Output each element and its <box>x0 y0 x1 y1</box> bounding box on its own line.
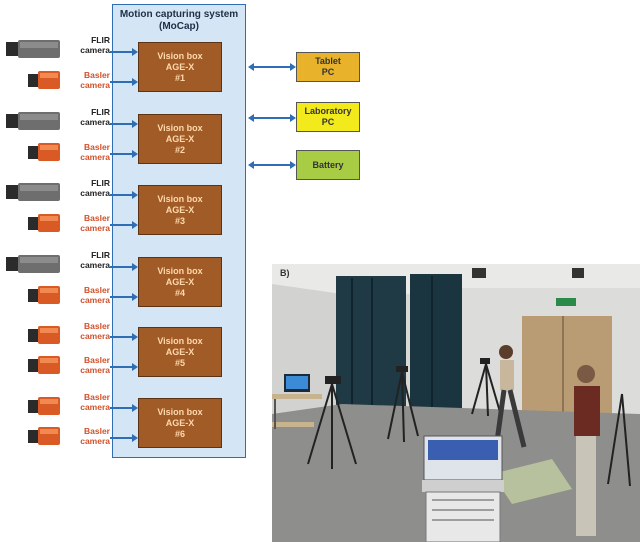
vision-box-number: #6 <box>174 428 185 439</box>
camera-arrow <box>110 262 138 272</box>
basler-camera-icon <box>28 427 60 445</box>
basler-camera-icon <box>28 326 60 344</box>
flir-camera-icon <box>6 183 60 201</box>
vision-box-4: Vision box AGE-X #4 <box>138 257 222 307</box>
vision-box-label: Vision box <box>157 193 203 204</box>
vision-box-number: #4 <box>174 287 185 298</box>
exit-sign <box>556 298 576 306</box>
basler-camera-icon <box>28 397 60 415</box>
vision-box-2: Vision box AGE-X #2 <box>138 114 222 164</box>
camera-arrow <box>110 332 138 342</box>
vision-box-model: AGE-X <box>165 417 195 428</box>
vision-box-model: AGE-X <box>165 346 195 357</box>
vision-box-1: Vision box AGE-X #1 <box>138 42 222 92</box>
camera-arrow <box>110 119 138 129</box>
vision-box-label: Vision box <box>157 50 203 61</box>
lab-photo: B) <box>272 264 640 542</box>
vision-box-number: #3 <box>174 215 185 226</box>
vision-box-model: AGE-X <box>165 133 195 144</box>
vision-box-3: Vision box AGE-X #3 <box>138 185 222 235</box>
camera-arrow <box>110 403 138 413</box>
camera-arrow <box>110 292 138 302</box>
flir-camera-icon <box>6 40 60 58</box>
basler-camera-icon <box>28 356 60 374</box>
vision-box-number: #2 <box>174 144 185 155</box>
camera-arrow <box>110 149 138 159</box>
camera-arrow <box>110 77 138 87</box>
basler-camera-icon <box>28 214 60 232</box>
camera-arrow <box>110 47 138 57</box>
flir-camera-icon <box>6 255 60 273</box>
vision-box-model: AGE-X <box>165 61 195 72</box>
lab-scene-illustration <box>272 264 640 542</box>
mocap-title-line2: (MoCap) <box>159 21 199 32</box>
vision-box-number: #1 <box>174 72 185 83</box>
camera-arrow <box>110 362 138 372</box>
bidirectional-arrow <box>248 160 296 170</box>
bidirectional-arrow <box>248 62 296 72</box>
vision-box-5: Vision box AGE-X #5 <box>138 327 222 377</box>
vision-box-label: Vision box <box>157 122 203 133</box>
battery-box: Battery <box>296 150 360 180</box>
vision-box-label: Vision box <box>157 265 203 276</box>
photo-corner-label: B) <box>280 268 290 278</box>
camera-arrow <box>110 220 138 230</box>
mocap-system-title: Motion capturing system (MoCap) <box>113 9 245 33</box>
basler-camera-icon <box>28 71 60 89</box>
vision-box-label: Vision box <box>157 406 203 417</box>
mocap-title-line1: Motion capturing system <box>119 9 239 20</box>
bidirectional-arrow <box>248 113 296 123</box>
vision-box-label: Vision box <box>157 335 203 346</box>
vision-box-model: AGE-X <box>165 276 195 287</box>
vision-box-number: #5 <box>174 357 185 368</box>
flir-camera-icon <box>6 112 60 130</box>
basler-camera-icon <box>28 143 60 161</box>
vision-box-model: AGE-X <box>165 204 195 215</box>
camera-arrow <box>110 190 138 200</box>
vision-box-6: Vision box AGE-X #6 <box>138 398 222 448</box>
camera-arrow <box>110 433 138 443</box>
basler-camera-icon <box>28 286 60 304</box>
